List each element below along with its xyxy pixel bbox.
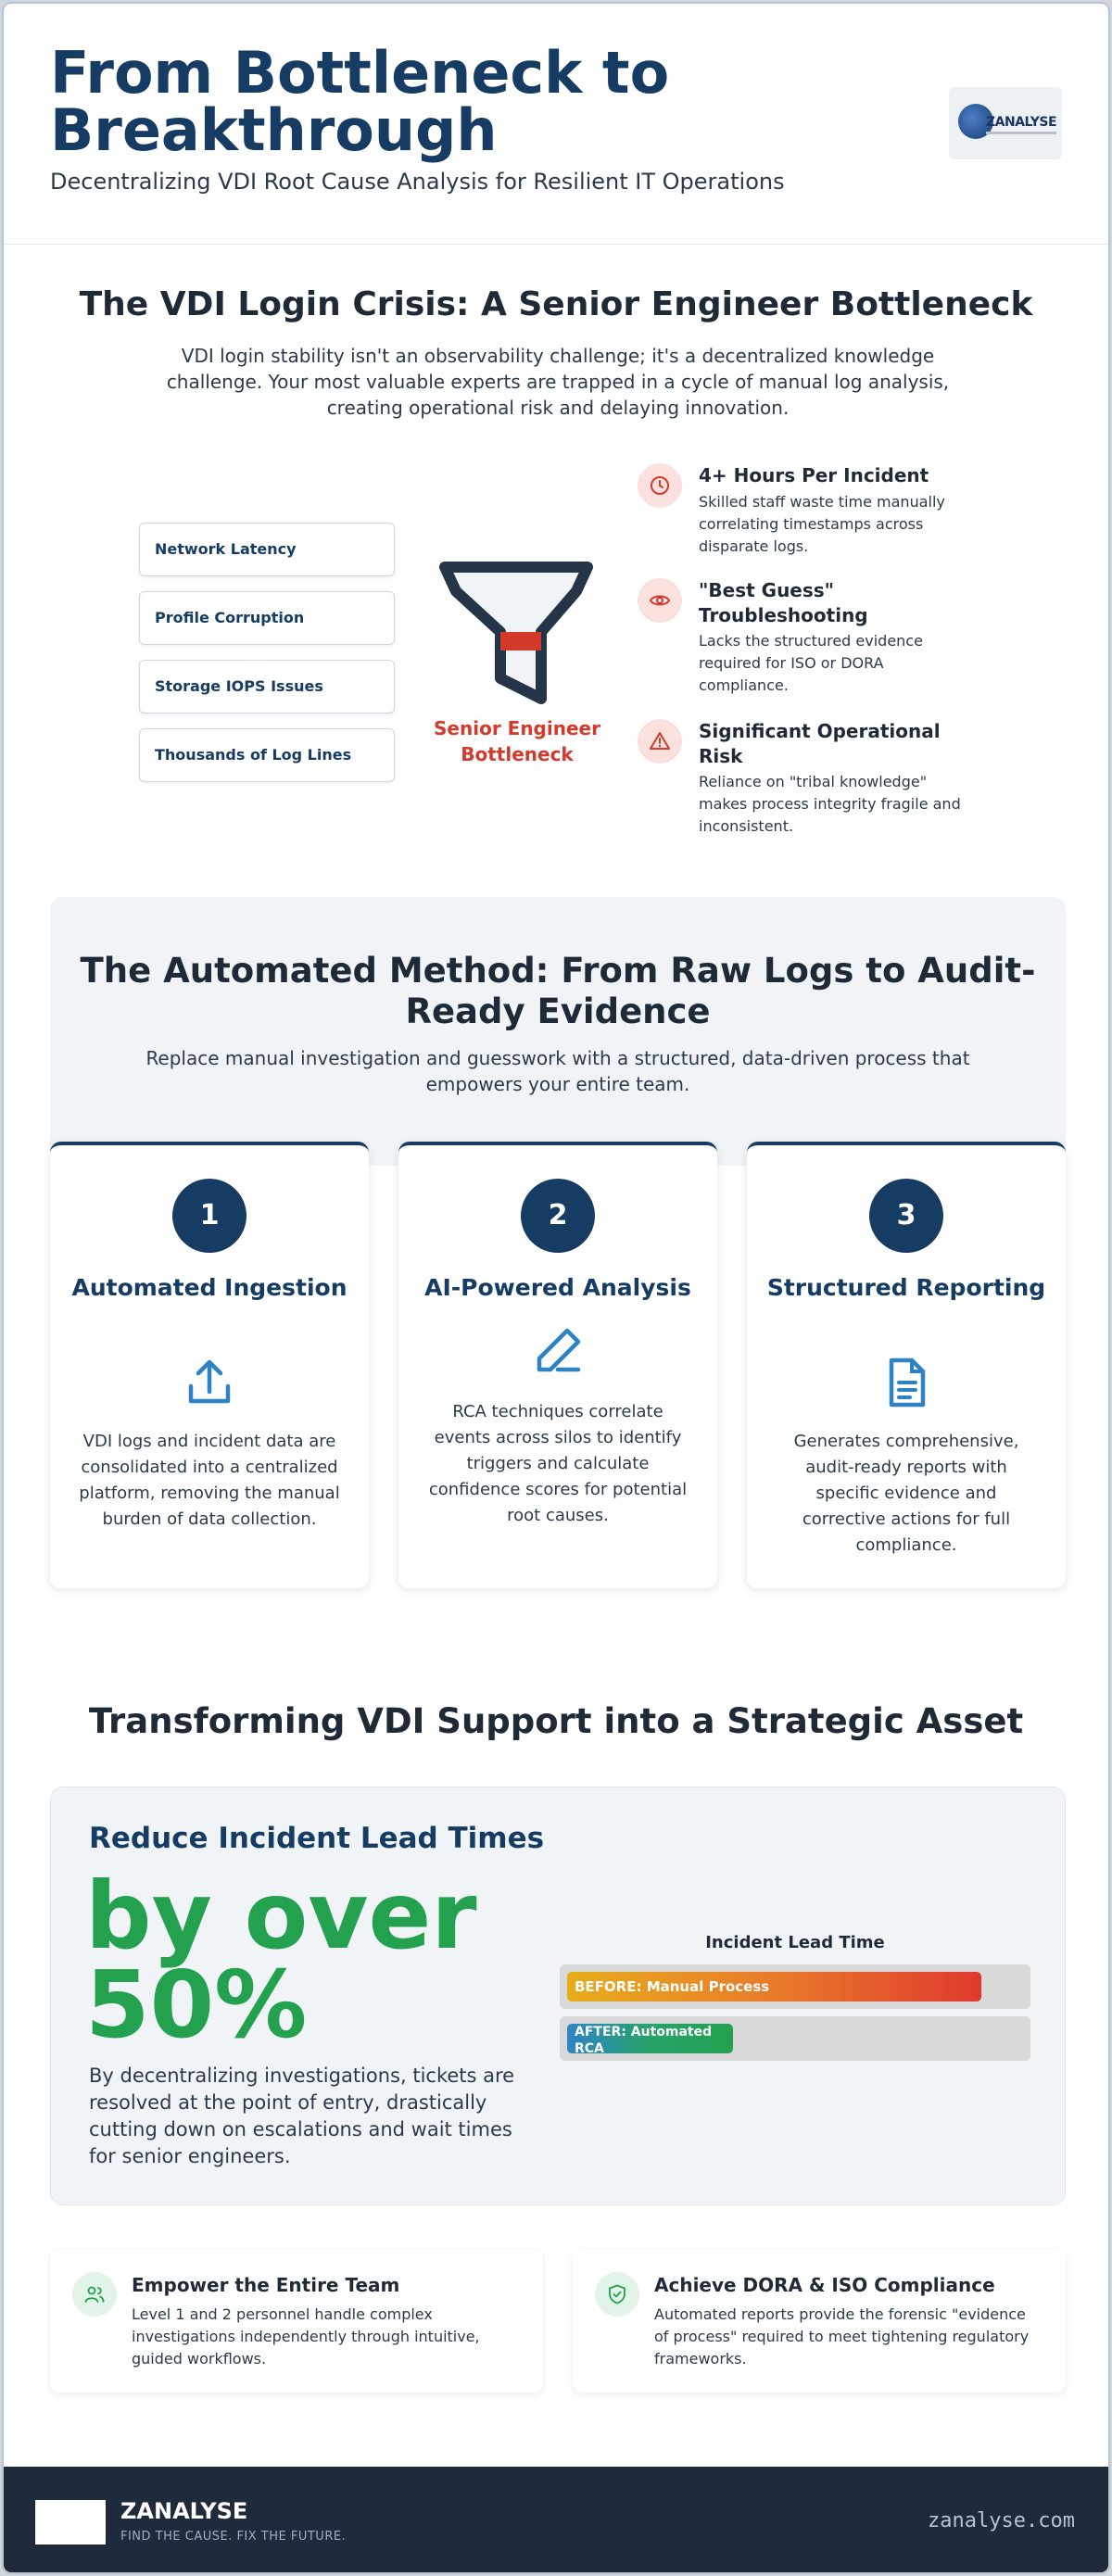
pain-text: Skilled staff waste time manually correl… [699, 493, 945, 555]
step-text: Generates comprehensive, audit-ready rep… [793, 1432, 1019, 1555]
pain-text: Reliance on "tribal knowledge" makes pro… [699, 773, 961, 835]
benefit-title: Empower the Entire Team [132, 2274, 400, 2296]
bar-label-after: AFTER: Automated RCA [575, 2025, 713, 2053]
chart-title: Incident Lead Time [705, 1933, 885, 1952]
eye-icon [649, 595, 671, 606]
bar-label-before: BEFORE: Manual Process [575, 1978, 770, 1995]
footer-logo [35, 2500, 106, 2544]
footer: ZANALYSE FIND THE CAUSE. FIX THE FUTURE.… [4, 2467, 1108, 2572]
step-card-analysis: 2 AI-Powered Analysis RCA techniques cor… [398, 1142, 717, 1588]
crisis-lead: VDI login stability isn't an observabili… [166, 345, 950, 419]
funnel-input-log-lines: Thousands of Log Lines [139, 728, 395, 782]
step-card-reporting: 3 Structured Reporting Generates compreh… [747, 1142, 1066, 1588]
metric-value: by over 50% [85, 1862, 477, 2059]
step-number: 2 [521, 1179, 595, 1253]
pain-text: Lacks the structured evidence required f… [699, 632, 923, 694]
benefit-text: Automated reports provide the forensic "… [654, 2305, 1030, 2368]
step-title: Automated Ingestion [71, 1274, 348, 1301]
metric-text: By decentralizing investigations, ticket… [89, 2065, 515, 2167]
method-title: The Automated Method: From Raw Logs to A… [80, 951, 1036, 1031]
logo-text: ZANALYSE [986, 115, 1057, 130]
strategic-title: Transforming VDI Support into a Strategi… [88, 1701, 1024, 1741]
clock-icon [651, 476, 669, 495]
bar-track-before: BEFORE: Manual Process [560, 1964, 1030, 2009]
benefit-card-compliance: Achieve DORA & ISO Compliance Automated … [573, 2250, 1066, 2393]
metric-heading: Reduce Incident Lead Times [89, 1822, 545, 1855]
pain-point-risk: Significant Operational Risk Reliance on… [638, 719, 971, 840]
bar-track-after: AFTER: Automated RCA [560, 2016, 1030, 2061]
page-title: From Bottleneck to Breakthrough [50, 39, 670, 164]
benefit-title: Achieve DORA & ISO Compliance [654, 2274, 995, 2296]
footer-url-link[interactable]: zanalyse.com [928, 2509, 1075, 2532]
logo-tagline-bar [986, 132, 1056, 134]
bar-before: BEFORE: Manual Process [567, 1972, 981, 2001]
step-title: AI-Powered Analysis [424, 1274, 691, 1301]
footer-brand: ZANALYSE [120, 2498, 248, 2524]
bar-after: AFTER: Automated RCA [567, 2024, 733, 2053]
step-text: RCA techniques correlate events across s… [428, 1402, 688, 1525]
step-card-ingestion: 1 Automated Ingestion VDI logs and incid… [50, 1142, 369, 1588]
benefit-text: Level 1 and 2 personnel handle complex i… [132, 2305, 480, 2368]
method-lead: Replace manual investigation and guesswo… [145, 1047, 970, 1095]
pain-title: "Best Guess" Troubleshooting [699, 579, 868, 626]
pain-title: Significant Operational Risk [699, 720, 941, 767]
funnel-label: Senior Engineer Bottleneck [434, 717, 600, 765]
pain-title: 4+ Hours Per Incident [699, 464, 929, 486]
step-title: Structured Reporting [766, 1274, 1046, 1301]
benefit-card-team: Empower the Entire Team Level 1 and 2 pe… [50, 2250, 543, 2393]
funnel-input-storage-iops: Storage IOPS Issues [139, 660, 395, 713]
pen-icon [537, 1328, 581, 1372]
funnel-icon [439, 562, 593, 704]
users-icon [84, 2286, 105, 2303]
step-number: 3 [869, 1179, 943, 1253]
upload-icon [188, 1359, 231, 1404]
header: From Bottleneck to Breakthrough Decentra… [4, 4, 1108, 245]
step-number: 1 [172, 1179, 246, 1253]
footer-tagline: FIND THE CAUSE. FIX THE FUTURE. [120, 2530, 347, 2544]
page-subtitle: Decentralizing VDI Root Cause Analysis f… [50, 169, 785, 195]
method-panel [50, 897, 1066, 1166]
step-text: VDI logs and incident data are consolida… [79, 1432, 340, 1529]
crisis-title: The VDI Login Crisis: A Senior Engineer … [79, 285, 1033, 323]
warning-icon [650, 732, 670, 750]
pain-point-time: 4+ Hours Per Incident Skilled staff wast… [638, 463, 971, 556]
funnel-input-profile-corruption: Profile Corruption [139, 591, 395, 645]
pain-point-guesswork: "Best Guess" Troubleshooting Lacks the s… [638, 578, 971, 699]
funnel-input-network-latency: Network Latency [139, 523, 395, 576]
zanalyse-logo: ZANALYSE [949, 87, 1062, 159]
document-icon [889, 1357, 926, 1408]
shield-check-icon [609, 2284, 626, 2305]
